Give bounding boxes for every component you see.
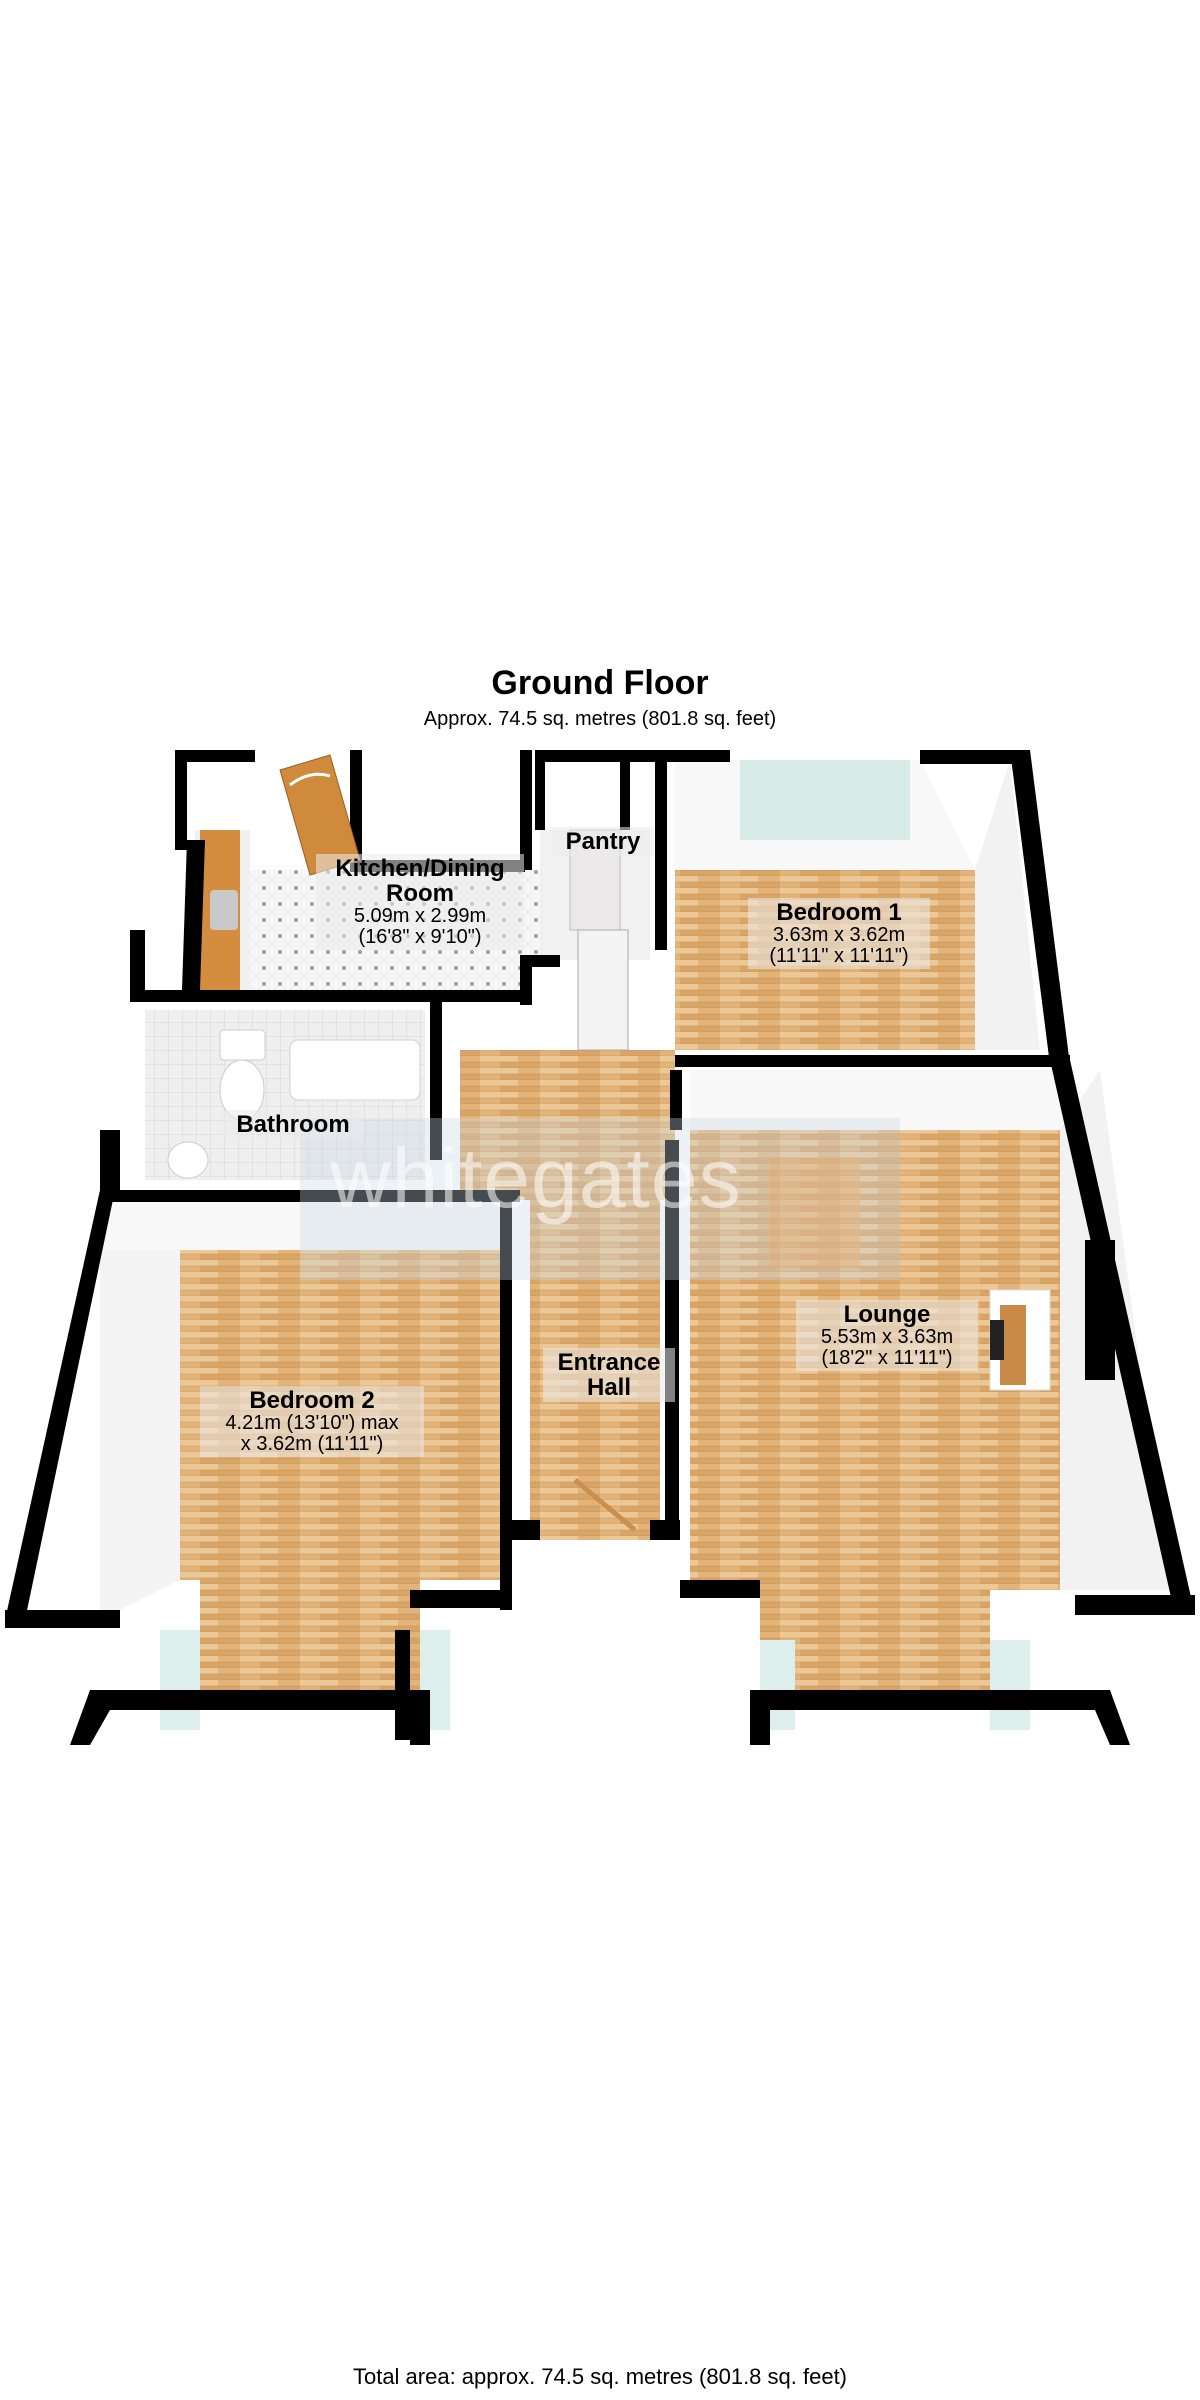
floor-title: Ground Floor (491, 664, 709, 702)
room-name: Pantry (565, 828, 641, 855)
floor-area-subtitle: Approx. 74.5 sq. metres (801.8 sq. feet) (423, 708, 777, 730)
room-dimensions-metric: 3.63m x 3.62m (772, 924, 906, 947)
room-name: Room (386, 880, 454, 908)
room-label-kitchen: Kitchen/Dining Room 5.09m x 2.99m (16'8"… (316, 854, 524, 951)
room-dimensions-line2: x 3.62m (11'11") (240, 1433, 384, 1456)
hallway-floor (460, 1050, 675, 1540)
room-name: Bedroom 2 (249, 1387, 375, 1414)
room-label-bedroom-1: Bedroom 1 3.63m x 3.62m (11'11" x 11'11"… (748, 898, 930, 970)
room-label-pantry: Pantry (552, 827, 654, 857)
room-label-entrance-hall: Entrance Hall (543, 1348, 675, 1403)
room-dimensions-imperial: (11'11" x 11'11") (769, 945, 909, 968)
room-label-lounge: Lounge 5.53m x 3.63m (18'2" x 11'11") (796, 1300, 978, 1372)
room-dimensions-metric: 5.09m x 2.99m (353, 905, 487, 928)
bathroom-floor (145, 1010, 425, 1180)
room-name: Hall (586, 1374, 631, 1402)
room-dimensions-imperial: (18'2" x 11'11") (821, 1347, 953, 1370)
room-name: Entrance (557, 1349, 661, 1376)
pantry-floor (540, 829, 650, 1051)
room-dimensions-metric: 5.53m x 3.63m (820, 1326, 954, 1349)
room-name: Bedroom 1 (776, 899, 902, 926)
room-dimensions-line1: 4.21m (13'10") max (225, 1412, 399, 1435)
room-name: Bathroom (236, 1111, 350, 1138)
watermark: whitegates (300, 1118, 900, 1280)
entrance-door (573, 1478, 637, 1532)
total-area-footer: Total area: approx. 74.5 sq. metres (801… (352, 2364, 848, 2389)
watermark-text: whitegates (330, 1131, 742, 1225)
room-label-bathroom: Bathroom (222, 1110, 364, 1140)
walls (5, 750, 1195, 1745)
watermark-logo-icon (770, 1158, 860, 1268)
room-label-bedroom-2: Bedroom 2 4.21m (13'10") max x 3.62m (11… (200, 1386, 424, 1458)
room-dimensions-imperial: (16'8" x 9'10") (358, 926, 482, 949)
room-name: Kitchen/Dining (335, 855, 505, 882)
room-name: Lounge (843, 1301, 931, 1328)
